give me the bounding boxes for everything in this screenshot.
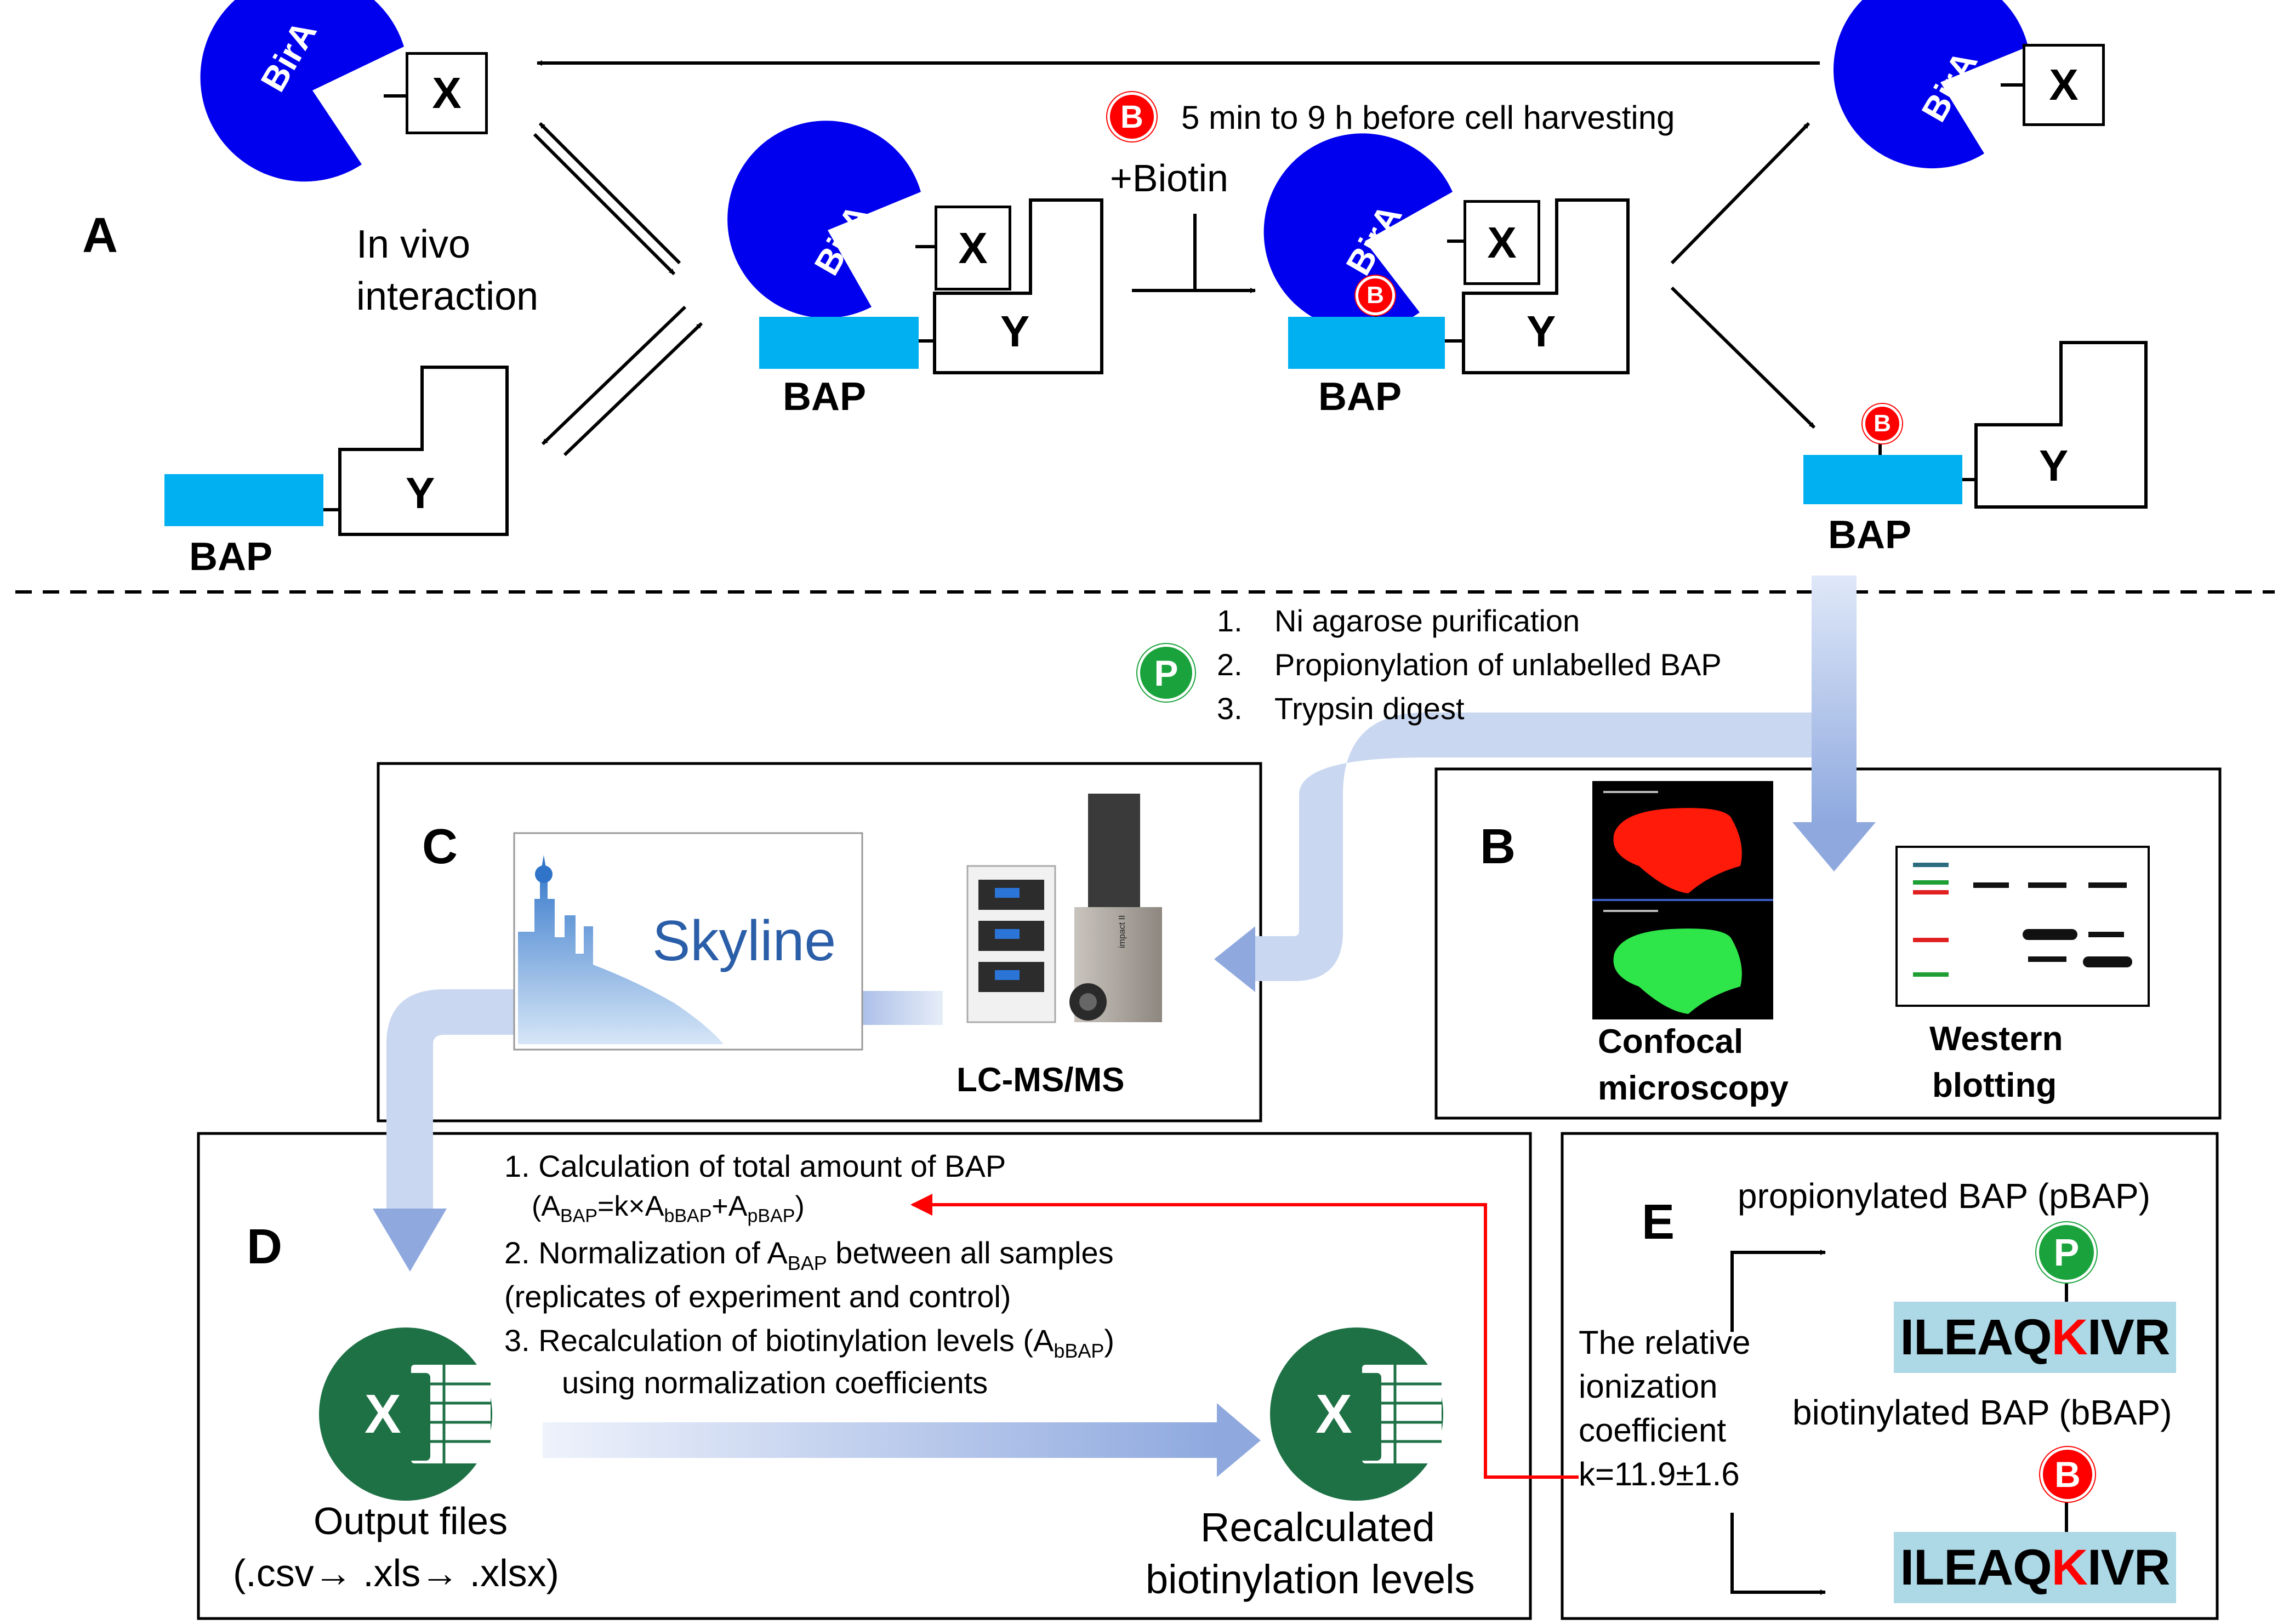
excel-icon-recalculated xyxy=(1270,1327,1443,1501)
instrument-label: impact II xyxy=(1118,915,1127,948)
step-number: 3. xyxy=(1217,691,1243,726)
y-label: Y xyxy=(406,469,435,517)
panel-label-d: D xyxy=(247,1220,282,1274)
recalculated-label: Recalculated xyxy=(1200,1505,1435,1550)
flow-arrow-to-c xyxy=(1214,713,1812,992)
propionyl-badge-icon: P xyxy=(1137,644,1195,702)
interaction-label: interaction xyxy=(356,275,539,318)
biotin-badge-icon: B xyxy=(1107,92,1157,141)
output-files-formats: (.csv→ .xls→ .xlsx) xyxy=(233,1552,559,1594)
in-vivo-label: In vivo xyxy=(356,223,471,266)
coefficient-text: The relative xyxy=(1579,1324,1751,1361)
panel-label-e: E xyxy=(1642,1195,1675,1250)
panel-label-b: B xyxy=(1480,819,1516,874)
step-text: Trypsin digest xyxy=(1274,691,1465,726)
recalculated-label: biotinylation levels xyxy=(1146,1557,1475,1602)
propionyl-badge-icon: P xyxy=(2036,1222,2097,1283)
bbap-label: biotinylated BAP (bBAP) xyxy=(1792,1393,2172,1432)
confocal-label: microscopy xyxy=(1598,1069,1789,1107)
coefficient-text: ionization xyxy=(1579,1368,1718,1405)
y-shape-complex xyxy=(933,198,1103,374)
coefficient-value: k=11.9±1.6 xyxy=(1579,1456,1740,1492)
confocal-label: Confocal xyxy=(1598,1023,1744,1061)
formula: (ABAP=k×AbBAP+ApBAP) xyxy=(532,1190,805,1227)
excel-letter: X xyxy=(365,1383,401,1445)
panel-d-frame xyxy=(197,1132,1532,1620)
x-box-biotin-complex: X xyxy=(1464,200,1540,285)
flow-arrow-to-b xyxy=(1792,575,1876,871)
y-shape-free xyxy=(338,366,509,536)
bap-label: BAP xyxy=(1828,513,1912,557)
panel-label-a: A xyxy=(82,208,118,263)
output-files-label: Output files xyxy=(314,1500,508,1542)
western-label: blotting xyxy=(1932,1067,2057,1104)
flow-arrow-d-horizontal xyxy=(543,1403,1261,1477)
plus-biotin-label: +Biotin xyxy=(1110,157,1228,200)
coefficients-text: using normalization coefficients xyxy=(562,1365,988,1400)
bap-bar-released xyxy=(1803,455,1962,504)
x-box-complex: X xyxy=(935,206,1011,290)
red-coefficient-arrow xyxy=(910,1194,1579,1479)
skyline-wordmark: Skyline xyxy=(652,909,836,973)
step-recalculation: 3. Recalculation of biotinylation levels… xyxy=(504,1323,1115,1363)
bap-label: BAP xyxy=(783,375,867,419)
x-label: X xyxy=(958,223,988,272)
flow-arrow-skyline-to-d xyxy=(373,989,515,1272)
x-box-top-right: X xyxy=(2023,44,2105,126)
lcms-label: LC-MS/MS xyxy=(956,1061,1125,1099)
lcms-instrument-image xyxy=(966,794,1162,1023)
step-normalization: 2. Normalization of ABAP between all sam… xyxy=(504,1235,1114,1275)
x-label: X xyxy=(432,69,462,117)
y-label: Y xyxy=(1527,307,1556,356)
step-text: Propionylation of unlabelled BAP xyxy=(1274,647,1722,682)
y-shape-biotin-complex xyxy=(1462,198,1630,374)
pbap-label: propionylated BAP (pBAP) xyxy=(1738,1176,2151,1216)
x-box-top-left: X xyxy=(406,52,488,134)
replicates-text: (replicates of experiment and control) xyxy=(504,1279,1011,1314)
western-blot-image xyxy=(1895,846,2150,1007)
biotin-badge-icon: B xyxy=(1356,276,1395,315)
x-label: X xyxy=(2049,60,2079,109)
bira-shape-biotinylated xyxy=(1263,133,1453,331)
skyline-logo xyxy=(513,832,863,1051)
step-calc-total: 1. Calculation of total amount of BAP xyxy=(504,1149,1006,1183)
biotin-timing-label: 5 min to 9 h before cell harvesting xyxy=(1181,99,1675,136)
y-label: Y xyxy=(1000,307,1030,356)
panel-label-c: C xyxy=(422,819,458,874)
y-label: Y xyxy=(2039,441,2069,490)
step-text: Ni agarose purification xyxy=(1274,603,1580,638)
bira-shape-top-right xyxy=(1834,0,2028,169)
x-label: X xyxy=(1487,218,1517,267)
bira-shape-top-left xyxy=(200,0,404,182)
step-number: 1. xyxy=(1217,603,1243,638)
excel-icon-output xyxy=(319,1327,492,1501)
biotin-badge-icon: B xyxy=(2040,1447,2095,1502)
bira-shape-complex xyxy=(727,121,921,318)
western-label: Western xyxy=(1929,1020,2063,1058)
biotin-badge-icon: B xyxy=(1863,404,1902,443)
y-shape-released xyxy=(1974,341,2148,509)
step-number: 2. xyxy=(1217,647,1243,682)
bap-bar-complex xyxy=(759,317,919,369)
panel-e-frame xyxy=(1561,1132,2219,1620)
bap-bar-free xyxy=(164,474,323,526)
bap-bar-biotin-complex xyxy=(1288,317,1445,369)
bap-label: BAP xyxy=(189,535,273,579)
bap-label: BAP xyxy=(1318,375,1402,419)
confocal-image xyxy=(1592,781,1773,1019)
coefficient-text: coefficient xyxy=(1579,1412,1727,1449)
excel-letter: X xyxy=(1316,1383,1352,1445)
